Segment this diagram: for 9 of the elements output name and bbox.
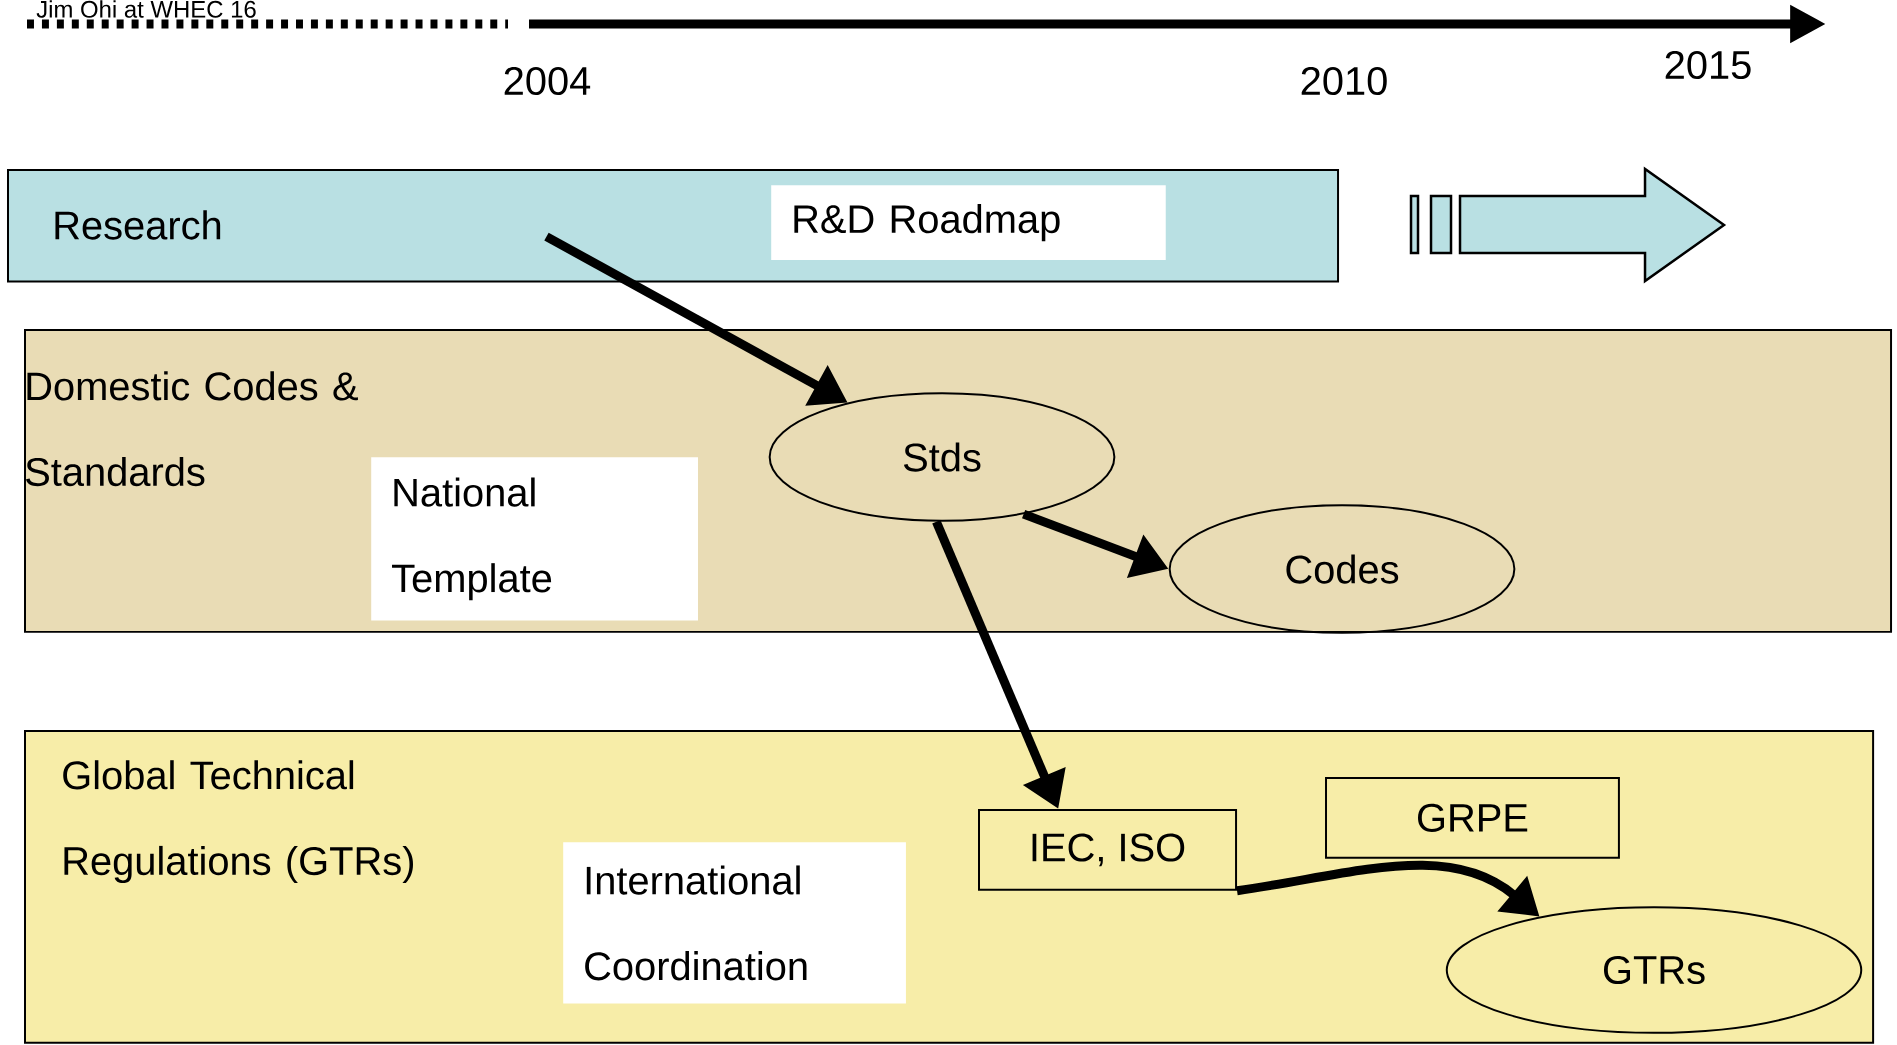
year-label: 2004	[504, 66, 591, 96]
text-box: R&D Roadmap	[771, 185, 1166, 260]
outlined-box: IEC, ISO	[978, 809, 1238, 891]
year-label: 2015	[1665, 50, 1751, 80]
year-label: 2010	[1301, 66, 1387, 96]
note-text: Jim Ohi at WHEC 16	[36, 0, 256, 18]
text-box: International Coordination	[563, 842, 906, 1004]
text-box: National Template	[371, 457, 698, 621]
outlined-box: GRPE	[1325, 777, 1620, 859]
